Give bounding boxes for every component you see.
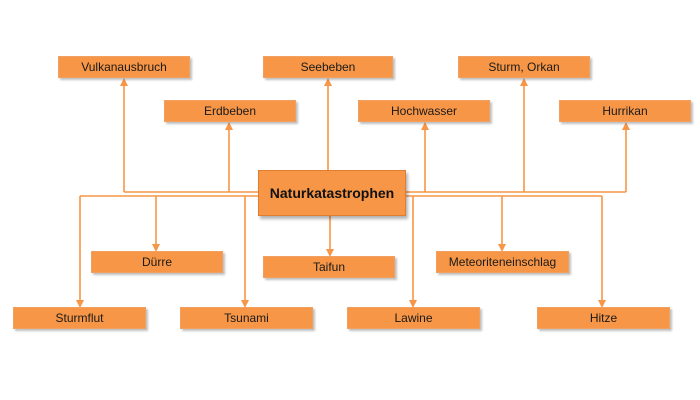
node-vulkanausbruch: Vulkanausbruch: [58, 56, 190, 78]
node-sturmflut: Sturmflut: [13, 307, 146, 329]
node-erdbeben: Erdbeben: [164, 100, 296, 122]
node-hurrikan: Hurrikan: [559, 100, 691, 122]
node-duerre: Dürre: [91, 251, 223, 273]
node-seebeben: Seebeben: [263, 56, 393, 78]
node-hochwasser: Hochwasser: [358, 100, 490, 122]
node-meteoriteneinschlag: Meteoriteneinschlag: [436, 251, 569, 273]
node-tsunami: Tsunami: [180, 307, 313, 329]
node-hitze: Hitze: [537, 307, 670, 329]
node-sturm-orkan: Sturm, Orkan: [458, 56, 590, 78]
node-lawine: Lawine: [347, 307, 480, 329]
center-node: Naturkatastrophen: [258, 170, 406, 216]
node-taifun: Taifun: [263, 256, 395, 278]
